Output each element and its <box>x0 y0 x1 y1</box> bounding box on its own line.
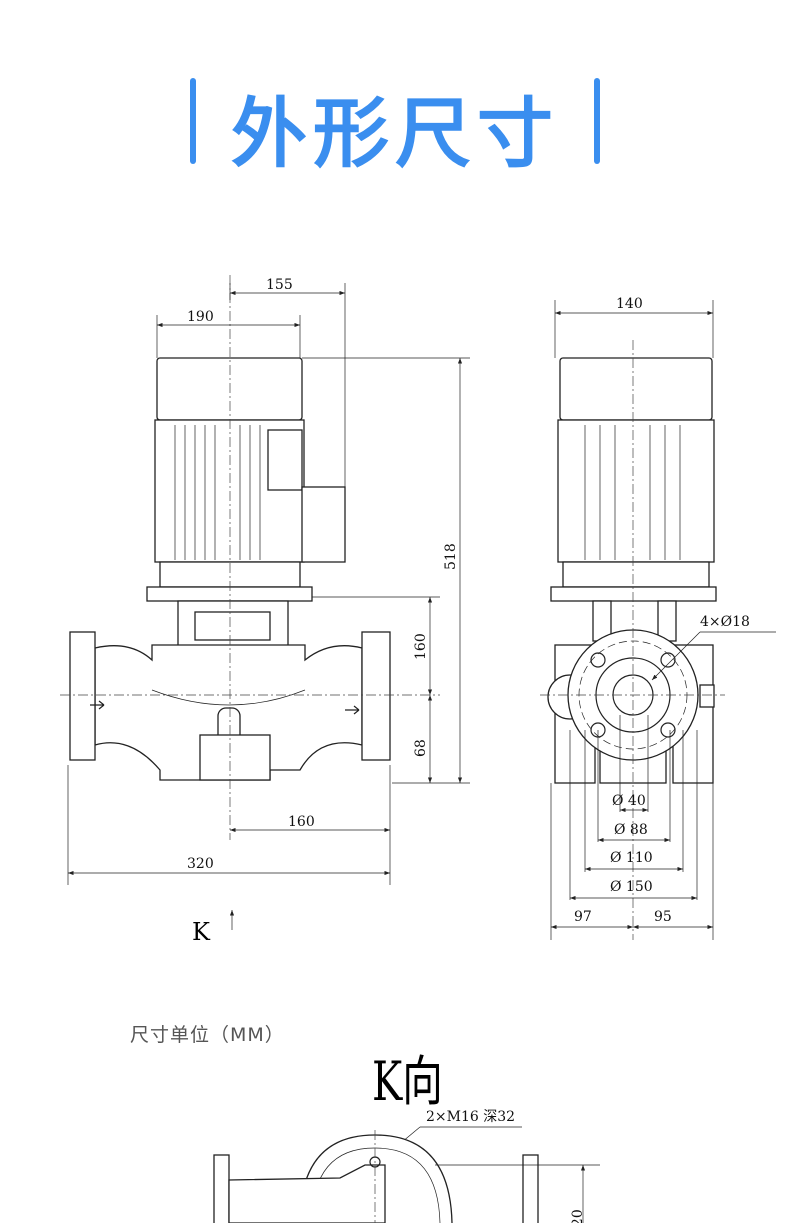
dim-phi110: Ø 110 <box>610 850 653 866</box>
flow-arrow-icon <box>90 700 105 710</box>
flow-arrow-icon <box>345 705 360 715</box>
outlet-flange <box>361 631 391 761</box>
label-bolt-holes: 4×Ø18 <box>700 614 750 630</box>
view-marker-k: K <box>192 918 211 946</box>
dim-140: 140 <box>616 296 643 312</box>
dim-518: 518 <box>443 543 459 570</box>
dim-k-height: 120 <box>570 1209 586 1223</box>
dim-155: 155 <box>266 277 293 293</box>
unit-note: 尺寸单位（MM） <box>130 1024 285 1046</box>
motor-fan-cover <box>156 357 303 421</box>
dim-95: 95 <box>654 909 672 925</box>
k-view: K向 2×M16 深32 120 <box>213 1051 600 1223</box>
motor-junction <box>267 429 303 491</box>
dim-68: 68 <box>413 739 429 757</box>
dim-160-vertical: 160 <box>413 633 429 660</box>
thread-note: 2×M16 深32 <box>426 1109 515 1125</box>
dim-phi40: Ø 40 <box>612 793 646 809</box>
dim-97: 97 <box>574 909 592 925</box>
inlet-flange <box>69 631 96 761</box>
dim-phi150: Ø 150 <box>610 879 653 895</box>
section-header: 外形尺寸 <box>0 68 790 178</box>
pump-foot <box>199 734 271 781</box>
dim-phi88: Ø 88 <box>614 822 648 838</box>
base-plate <box>146 586 313 602</box>
dim-320: 320 <box>187 856 214 872</box>
title-bar-right <box>594 78 600 164</box>
section-title: 外形尺寸 <box>231 89 559 178</box>
dim-190: 190 <box>187 309 214 325</box>
front-view: 155 190 518 160 68 160 320 K <box>60 275 470 946</box>
dim-160-horizontal: 160 <box>288 814 315 830</box>
k-view-title: K向 <box>372 1051 443 1113</box>
terminal-box <box>301 486 346 563</box>
side-view: 4×Ø18 140 Ø 40 Ø 88 Ø 110 Ø 150 97 95 <box>540 296 776 940</box>
title-bar-left <box>190 78 196 164</box>
